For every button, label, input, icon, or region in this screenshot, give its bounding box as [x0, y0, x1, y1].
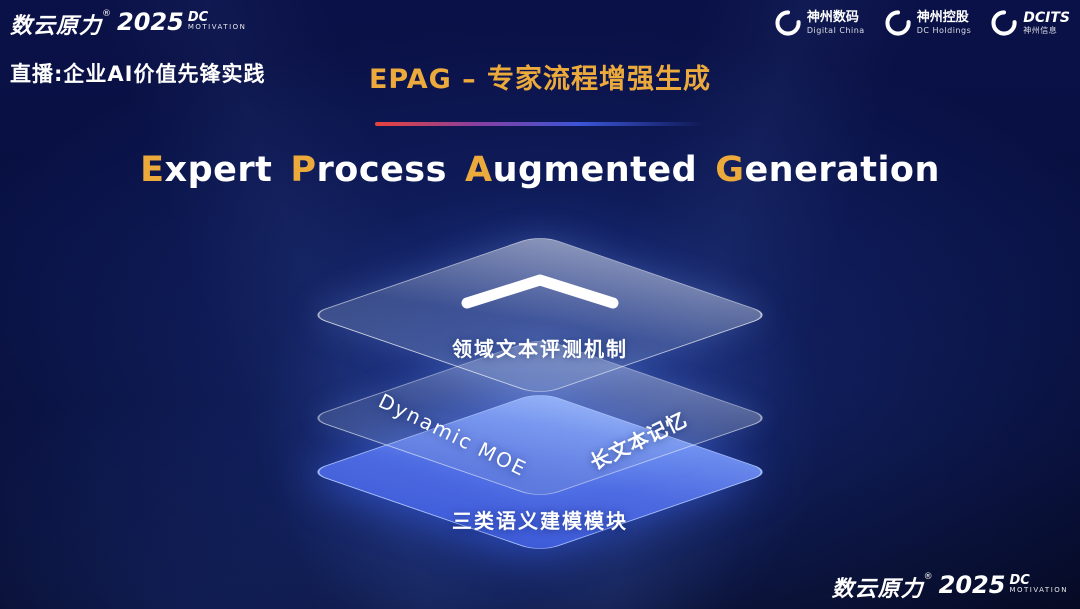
title-word-generation: Generation — [715, 150, 940, 190]
chevron-up-icon — [461, 274, 619, 309]
brand-dc-motivation: DC MOTIVATION — [187, 10, 247, 31]
top-layer-label: 领域文本评测机制 — [452, 337, 628, 361]
logo-dcits: DCITS 神州信息 — [991, 10, 1070, 36]
brand-logo-header: 数云原力® 2025 DC MOTIVATION — [10, 8, 246, 40]
page-title: Expert Process Augmented Generation — [0, 150, 1080, 190]
logo-subtitle: DC Holdings — [916, 25, 972, 35]
title-divider — [375, 122, 705, 126]
brand-logo-footer: 数云原力® 2025 DC MOTIVATION — [832, 571, 1068, 603]
corporate-logo-row: 神州数码 Digital China 神州控股 DC Holdings DCIT… — [775, 10, 1070, 36]
brand-name: 数云原力® — [831, 572, 933, 602]
brand-dc-motivation: DC MOTIVATION — [1009, 573, 1068, 594]
dcits-swoosh-icon — [991, 10, 1017, 36]
title-word-augmented: Augmented — [465, 150, 697, 190]
bottom-layer-label: 三类语义建模模块 — [452, 509, 628, 533]
logo-digital-china: 神州数码 Digital China — [775, 10, 865, 36]
digital-china-swoosh-icon — [775, 10, 801, 36]
brand-name: 数云原力® — [10, 9, 112, 39]
logo-subtitle: Digital China — [806, 25, 865, 35]
logo-title: 神州控股 — [916, 9, 969, 25]
title-word-process: Process — [290, 150, 447, 190]
logo-title: 神州数码 — [806, 9, 859, 25]
title-word-expert: Expert — [140, 150, 273, 190]
logo-dc-holdings: 神州控股 DC Holdings — [885, 10, 972, 36]
brand-year: 2025 — [938, 571, 1006, 599]
registered-mark: ® — [923, 572, 933, 582]
registered-mark: ® — [102, 9, 112, 19]
dc-holdings-swoosh-icon — [885, 10, 911, 36]
slide-title: EPAG – 专家流程增强生成 — [368, 64, 712, 95]
brand-year: 2025 — [117, 8, 184, 36]
logo-subtitle: 神州信息 — [1023, 26, 1058, 36]
logo-title: DCITS — [1023, 10, 1070, 27]
live-stream-label: 直播:企业AI价值先锋实践 — [10, 62, 266, 86]
layered-architecture-diagram: 领域文本评测机制 Dynamic MOE 长文本记忆 三类语义建模模块 — [233, 165, 847, 609]
